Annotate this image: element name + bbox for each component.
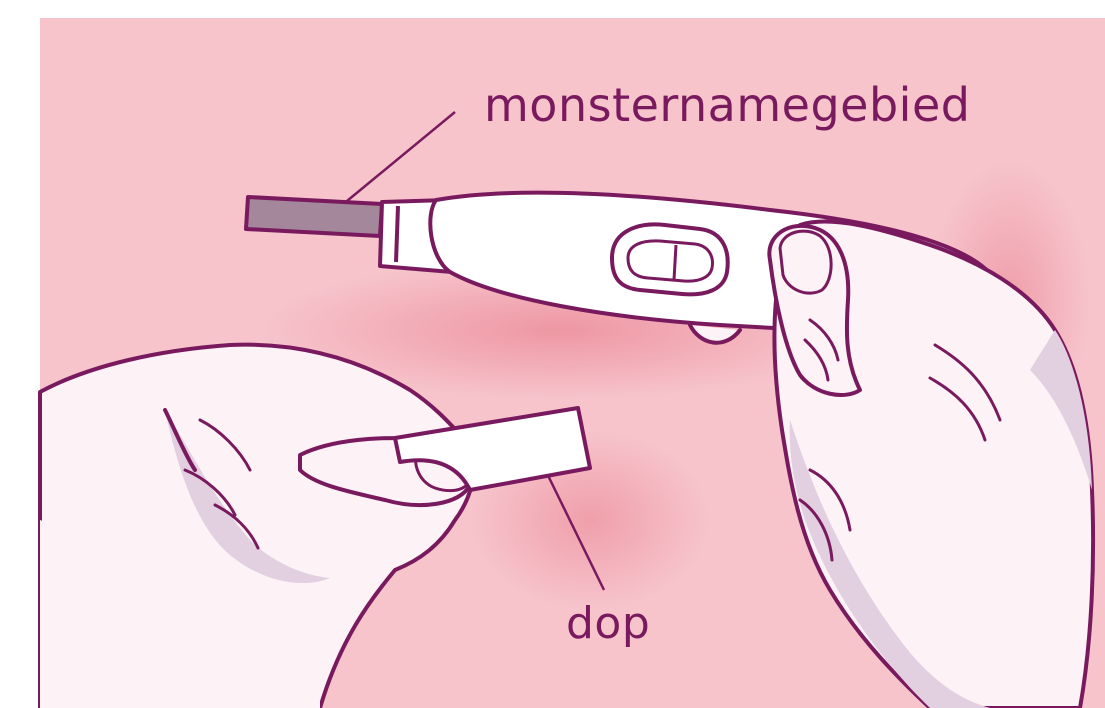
result-window-inner xyxy=(628,241,712,281)
right-thumbnail xyxy=(780,231,831,293)
cap-label: dop xyxy=(566,598,650,649)
sample-area-label: monsternamegebied xyxy=(484,78,970,132)
absorbent-tip xyxy=(246,197,382,236)
